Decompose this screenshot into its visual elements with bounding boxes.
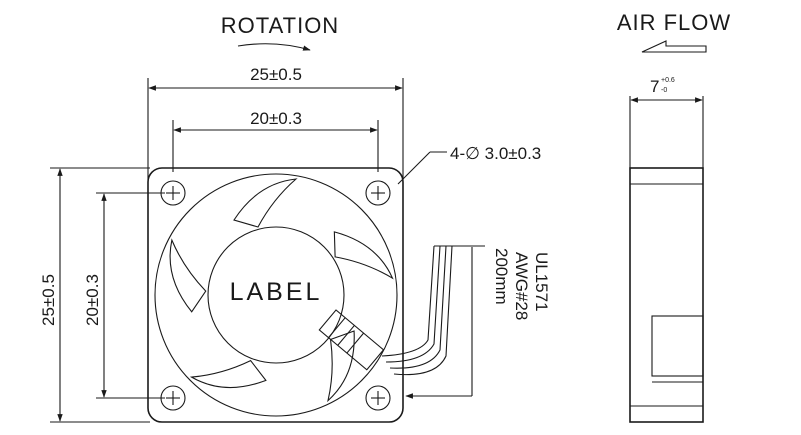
mounting-hole-icon [160,385,186,411]
hole-callout: 4-∅ 3.0±0.3 [397,144,541,185]
thickness-tol-plus: +0.6 [661,77,675,84]
side-frame [629,167,704,423]
dim-hole-width: 20±0.3 [172,109,379,172]
fan-blade [189,359,267,389]
dim-hole-height: 20±0.3 [83,192,165,399]
thickness-label: 7 [650,77,659,96]
fan-blade [169,238,207,313]
mounting-hole-icon [365,385,391,411]
mounting-hole-icon [365,180,391,206]
rotation-arrow-icon [237,43,311,51]
fan-blades [169,178,394,403]
fan-blade [333,231,394,280]
dim-overall-height: 25±0.5 [39,167,150,423]
side-cable-exit [651,315,704,377]
cable-length-label: 200mm [492,248,511,305]
connector [318,309,385,371]
fan-label: LABEL [230,278,323,306]
cable-wires [381,245,485,399]
dim-overall-width: 25±0.5 [147,65,404,180]
hole-height-label: 20±0.3 [83,274,102,326]
overall-width-label: 25±0.5 [250,65,302,84]
fan-blade [327,330,355,403]
side-view: 7 +0.6 -0 [629,77,704,423]
thickness-tol-minus: -0 [661,87,667,94]
hole-callout-label: 4-∅ 3.0±0.3 [450,144,541,163]
airflow-arrow-icon [641,40,707,53]
overall-height-label: 25±0.5 [39,274,58,326]
fan-hub [207,226,345,364]
cable-standard-label: UL1571 [532,252,551,312]
fan-frame [147,167,404,423]
fan-front-view: LABEL [147,167,404,423]
mounting-hole-icon [160,180,186,206]
rotation-title: ROTATION [221,13,339,38]
cable-gauge-label: AWG#28 [512,252,531,320]
airflow-title: AIR FLOW [617,10,731,35]
fan-blade [233,178,298,228]
hole-width-label: 20±0.3 [250,109,302,128]
fan-opening [154,173,398,417]
